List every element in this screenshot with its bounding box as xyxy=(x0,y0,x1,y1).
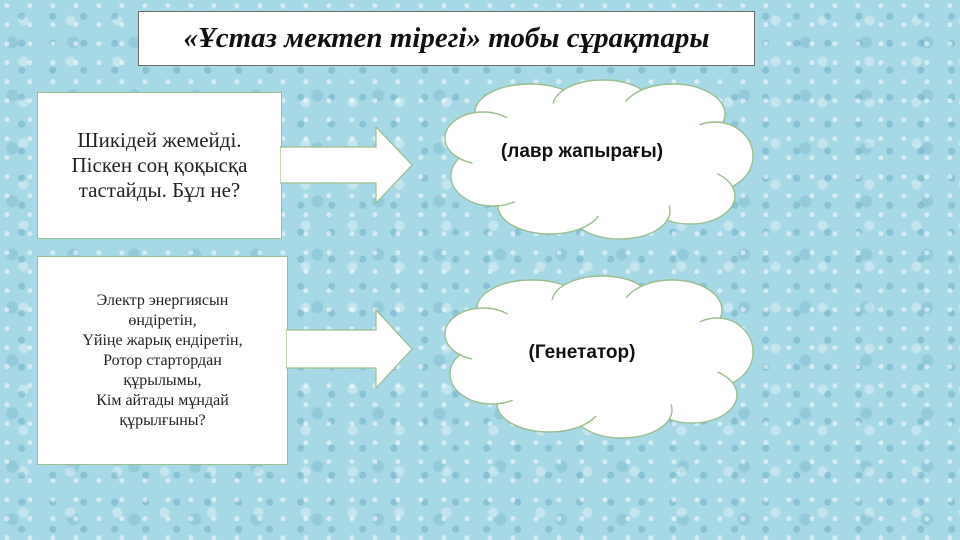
right-arrow-icon xyxy=(286,309,413,389)
question-text-1: Шикідей жемейді. Піскен соң қоқысқа таст… xyxy=(71,127,248,203)
answer-text-2: (Генетатор) xyxy=(528,342,636,363)
right-arrow-icon xyxy=(280,126,413,204)
answer-cloud-1 xyxy=(444,79,754,240)
question-box-1: Шикідей жемейді. Піскен соң қоқысқа таст… xyxy=(37,92,282,239)
answer-text-1: (лавр жапырағы) xyxy=(500,141,664,162)
question-box-2: Электр энергиясын өндіретін, Үйіңе жарық… xyxy=(37,256,288,465)
answer-cloud-2 xyxy=(444,275,754,439)
title-box: «Ұстаз мектеп тірегі» тобы сұрақтары xyxy=(138,11,755,66)
question-text-2: Электр энергиясын өндіретін, Үйіңе жарық… xyxy=(82,291,243,429)
slide-title: «Ұстаз мектеп тірегі» тобы сұрақтары xyxy=(183,22,710,54)
